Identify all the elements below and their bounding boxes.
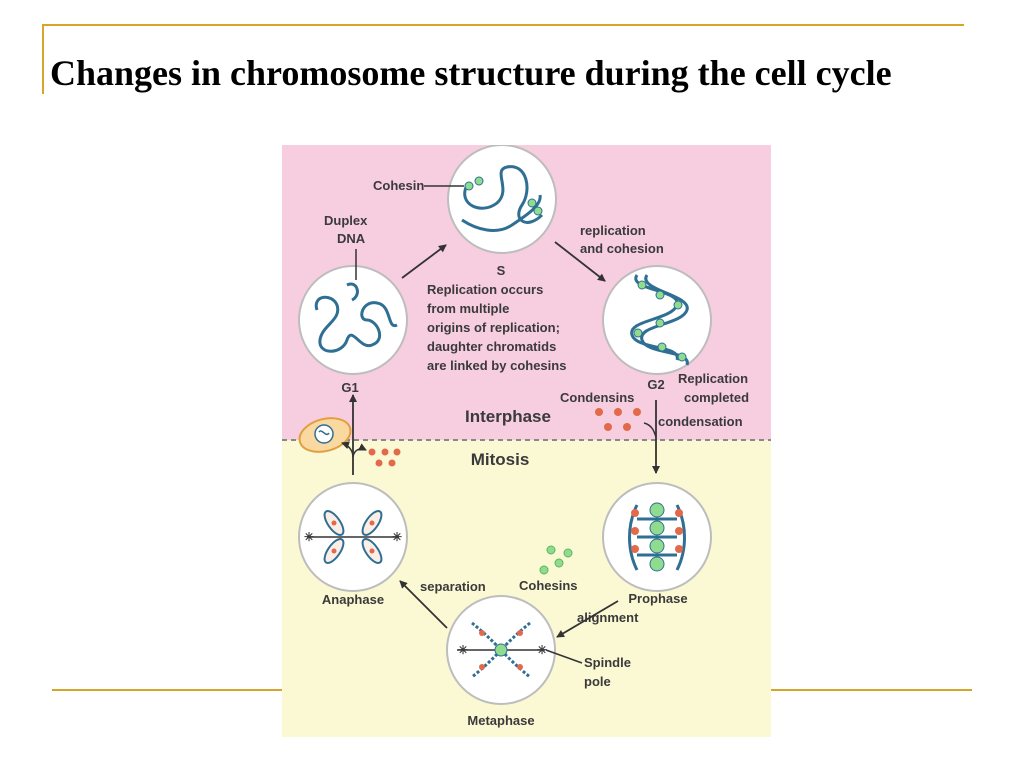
svg-text:✳: ✳ (392, 530, 402, 544)
spindle-pole-label-2: pole (584, 674, 611, 689)
prophase-cell (602, 482, 712, 592)
left-rule (42, 24, 44, 94)
replication-cohesion-label-2: and cohesion (580, 241, 664, 256)
anaphase-cell: ✳ ✳ (298, 482, 408, 592)
g1-label: G1 (341, 380, 358, 395)
condensin-proteins (595, 408, 641, 431)
svg-text:✳: ✳ (304, 530, 314, 544)
cycle-arrows (341, 241, 660, 638)
anaphase-label: Anaphase (322, 592, 384, 607)
s-desc-line-2: from multiple (427, 301, 509, 316)
g2-cell (602, 265, 712, 375)
s-phase-cell (447, 144, 557, 254)
svg-text:✳: ✳ (537, 643, 547, 657)
g2-label: G2 (647, 377, 664, 392)
duplex-dna-label-1: Duplex (324, 213, 368, 228)
cell-cycle-diagram: Interphase Mitosis Cohesin S Replication… (282, 144, 771, 737)
interphase-label: Interphase (465, 407, 551, 426)
replication-cohesion-label-1: replication (580, 223, 646, 238)
released-cohesins (539, 545, 573, 575)
metaphase-label: Metaphase (467, 713, 534, 728)
condensation-label: condensation (658, 414, 743, 429)
s-desc-line-4: daughter chromatids (427, 339, 556, 354)
condensins-label: Condensins (560, 390, 634, 405)
spindle-pole-pointer (545, 649, 583, 664)
daughter-cell (298, 417, 352, 453)
separation-label: separation (420, 579, 486, 594)
cell-cycle-svg: Interphase Mitosis Cohesin S Replication… (282, 144, 771, 737)
spindle-pole-label-1: Spindle (584, 655, 631, 670)
cohesin-label: Cohesin (373, 178, 424, 193)
top-rule (42, 24, 964, 26)
svg-text:✳: ✳ (458, 643, 468, 657)
s-desc-line-3: origins of replication; (427, 320, 560, 335)
s-desc-line-5: are linked by cohesins (427, 358, 566, 373)
g1-cell (298, 265, 408, 375)
s-label: S (497, 263, 506, 278)
prophase-label: Prophase (628, 591, 687, 606)
alignment-label: alignment (577, 610, 639, 625)
mitosis-label: Mitosis (471, 450, 530, 469)
replication-completed-label-2: completed (684, 390, 749, 405)
s-desc-line-1: Replication occurs (427, 282, 543, 297)
duplex-dna-label-2: DNA (337, 231, 366, 246)
metaphase-cell: ✳ ✳ (446, 595, 556, 705)
recycled-condensins (368, 448, 401, 467)
replication-completed-label-1: Replication (678, 371, 748, 386)
slide-title: Changes in chromosome structure during t… (50, 53, 892, 93)
cohesins-label: Cohesins (519, 578, 578, 593)
